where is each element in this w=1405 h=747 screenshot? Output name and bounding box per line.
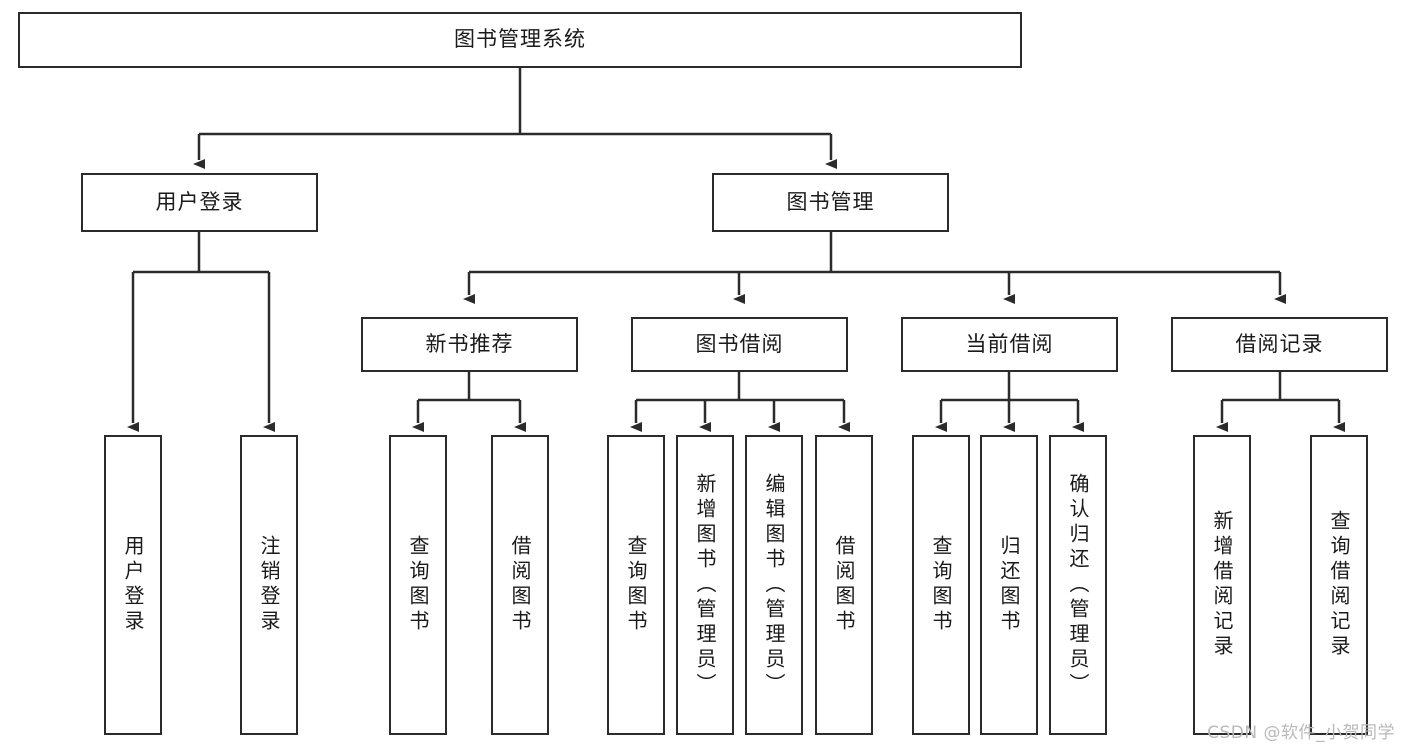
- node-user-login-label: 用户登录: [155, 189, 244, 214]
- node-root-system-label: 图书管理系统: [454, 27, 586, 52]
- node-book-borrow-label: 图书借阅: [695, 331, 784, 356]
- node-book-borrow[interactable]: 图书借阅: [631, 317, 848, 372]
- node-leaf-user-login-signin[interactable]: 用户登录: [104, 435, 162, 735]
- node-leaf-current-confirm-return-label: 确认归还（管理员）: [1066, 472, 1090, 698]
- node-leaf-new-book-query[interactable]: 查询图书: [389, 435, 447, 735]
- node-leaf-user-login-signin-label: 用户登录: [121, 535, 145, 635]
- node-new-book-recommend-label: 新书推荐: [425, 331, 514, 356]
- node-leaf-borrow-borrow-book-label: 借阅图书: [832, 535, 856, 635]
- node-user-login[interactable]: 用户登录: [81, 173, 318, 232]
- node-leaf-new-book-query-label: 查询图书: [406, 535, 430, 635]
- node-leaf-borrow-add-book[interactable]: 新增图书（管理员）: [676, 435, 734, 735]
- node-leaf-current-query[interactable]: 查询图书: [912, 435, 970, 735]
- node-leaf-borrow-query[interactable]: 查询图书: [607, 435, 665, 735]
- node-leaf-records-query-label: 查询借阅记录: [1327, 510, 1351, 660]
- node-current-borrow-label: 当前借阅: [965, 331, 1054, 356]
- node-root-system[interactable]: 图书管理系统: [18, 12, 1022, 68]
- node-leaf-user-login-signout-label: 注销登录: [257, 535, 281, 635]
- node-leaf-borrow-borrow-book[interactable]: 借阅图书: [815, 435, 873, 735]
- node-leaf-current-return[interactable]: 归还图书: [980, 435, 1038, 735]
- node-book-management[interactable]: 图书管理: [712, 173, 949, 232]
- node-leaf-new-book-borrow[interactable]: 借阅图书: [491, 435, 549, 735]
- node-leaf-records-add-label: 新增借阅记录: [1210, 510, 1234, 660]
- node-leaf-current-return-label: 归还图书: [997, 535, 1021, 635]
- node-leaf-current-query-label: 查询图书: [929, 535, 953, 635]
- node-current-borrow[interactable]: 当前借阅: [901, 317, 1118, 372]
- node-book-management-label: 图书管理: [786, 189, 875, 214]
- node-leaf-borrow-edit-book-label: 编辑图书（管理员）: [762, 472, 786, 698]
- node-leaf-records-add[interactable]: 新增借阅记录: [1193, 435, 1251, 735]
- node-leaf-borrow-edit-book[interactable]: 编辑图书（管理员）: [745, 435, 803, 735]
- node-leaf-current-confirm-return[interactable]: 确认归还（管理员）: [1049, 435, 1107, 735]
- node-leaf-records-query[interactable]: 查询借阅记录: [1310, 435, 1368, 735]
- node-leaf-user-login-signout[interactable]: 注销登录: [240, 435, 298, 735]
- node-borrow-records-label: 借阅记录: [1235, 331, 1324, 356]
- node-borrow-records[interactable]: 借阅记录: [1171, 317, 1388, 372]
- node-leaf-borrow-query-label: 查询图书: [624, 535, 648, 635]
- node-new-book-recommend[interactable]: 新书推荐: [361, 317, 578, 372]
- node-leaf-borrow-add-book-label: 新增图书（管理员）: [693, 472, 717, 698]
- node-leaf-new-book-borrow-label: 借阅图书: [508, 535, 532, 635]
- csdn-watermark: CSDN @软件_小贺同学: [1207, 723, 1395, 743]
